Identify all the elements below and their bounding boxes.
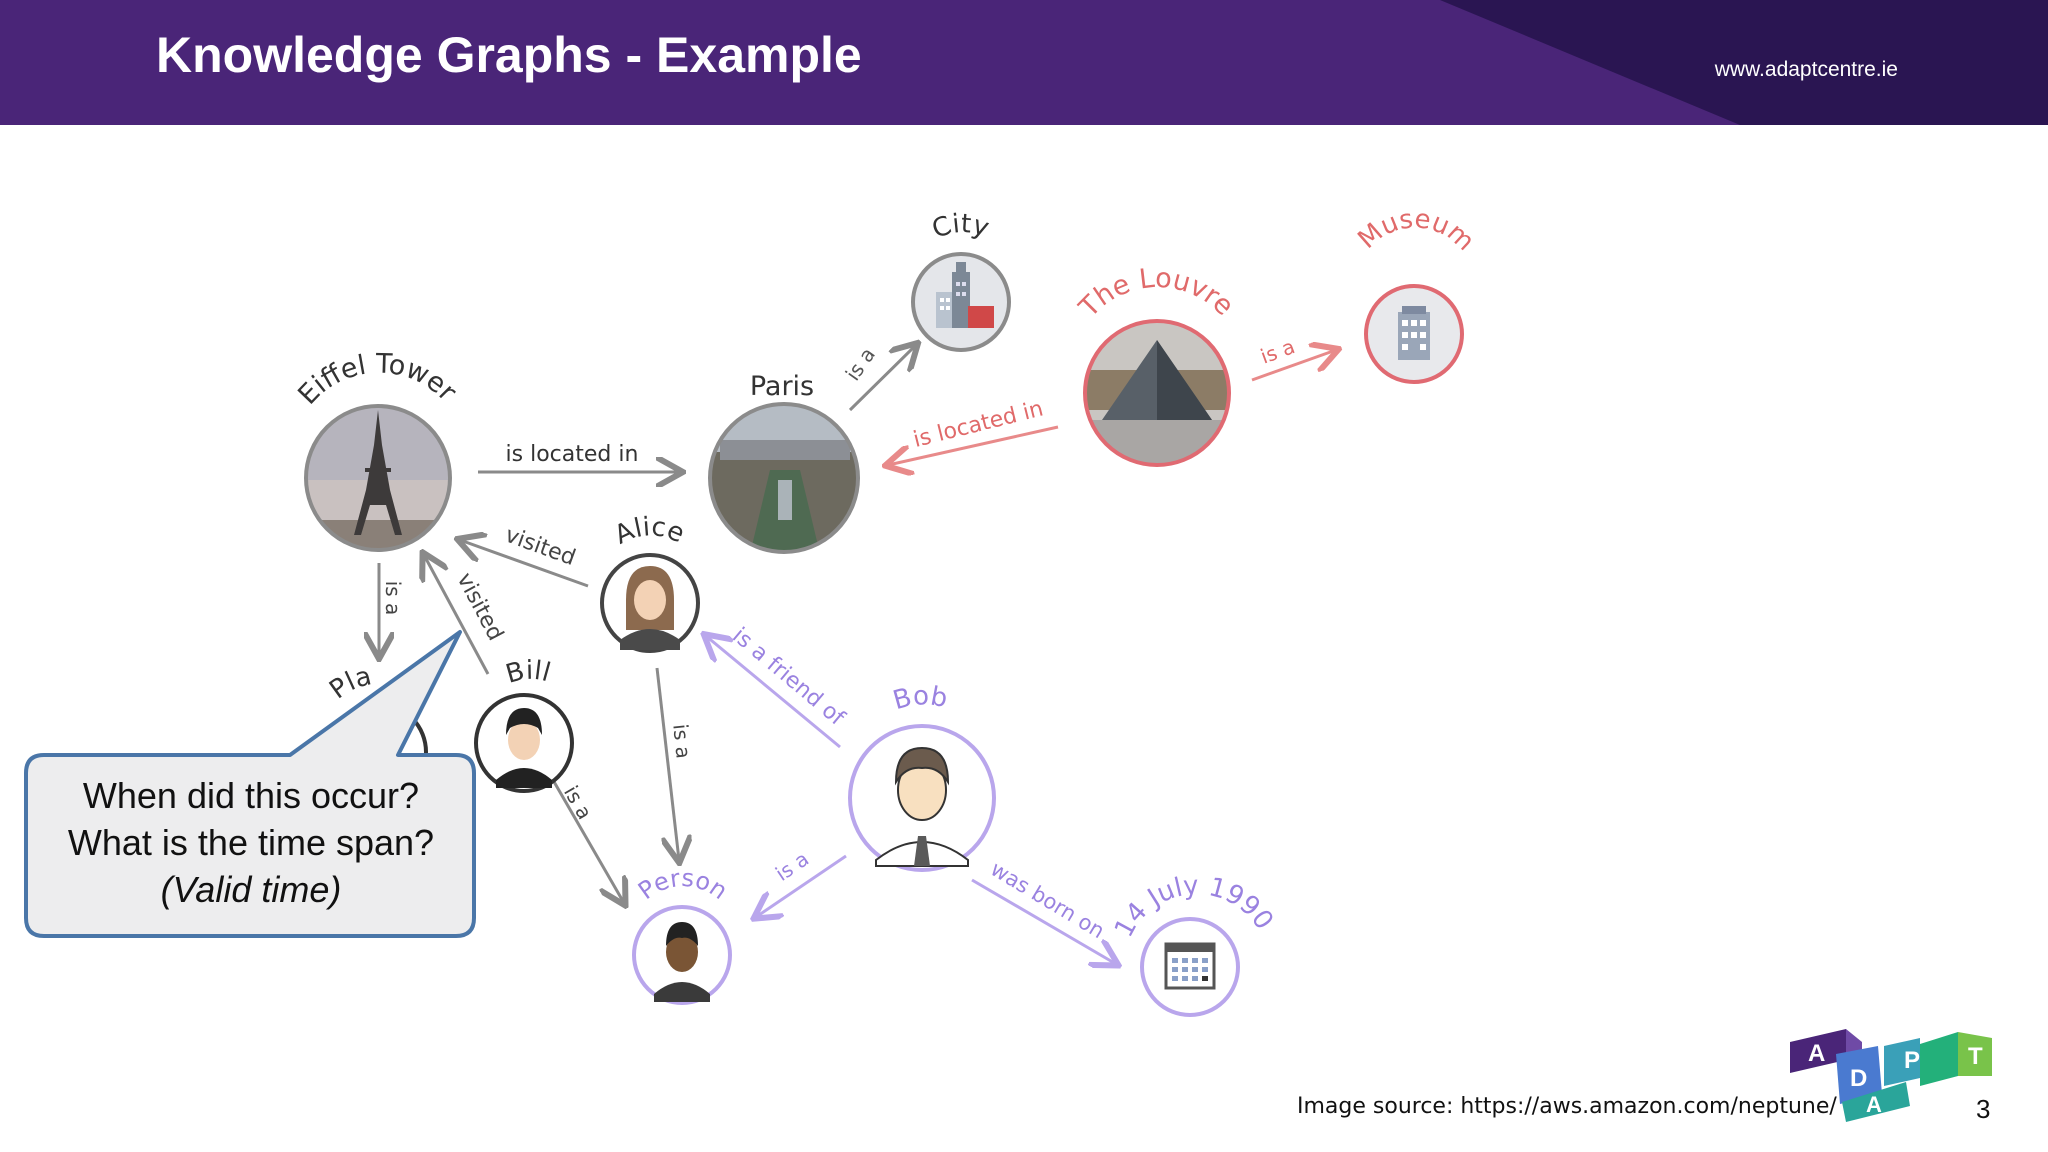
edge-label: is a	[1257, 334, 1298, 368]
node-louvre: The Louvre	[1073, 263, 1240, 467]
edge-alice-person: is a	[655, 667, 696, 860]
callout-line-2: What is the time span?	[67, 822, 435, 863]
person-avatar-icon	[654, 922, 710, 1002]
museum-building-icon	[1398, 306, 1430, 360]
node-museum: Museum	[1352, 204, 1480, 384]
man-avatar-icon	[496, 708, 552, 788]
calendar-icon	[1164, 942, 1216, 990]
logo-letter: A	[1808, 1040, 1825, 1067]
eiffel-tower-photo	[306, 406, 450, 550]
woman-avatar-icon	[620, 566, 680, 650]
node-bob: Bob	[848, 681, 996, 872]
node-label: Museum	[1352, 204, 1479, 257]
edge-bob-alice: is a friend of	[706, 623, 850, 749]
edge-label: visited	[502, 523, 579, 571]
node-eiffel-tower: Eiffel Tower	[292, 349, 463, 552]
node-label: Bob	[890, 681, 950, 716]
adapt-logo: A D A P T	[1790, 1029, 1992, 1122]
node-alice: Alice	[600, 512, 700, 653]
edge-bill-person: is a	[551, 779, 624, 903]
node-label: Person	[633, 864, 733, 905]
node-person: Person	[632, 864, 733, 1005]
edge-label: is a	[381, 581, 405, 616]
edge-label: is a	[841, 343, 881, 385]
knowledge-graph-diagram: is located in is a is located in is a vi…	[24, 204, 1480, 1017]
city-buildings-icon	[936, 262, 994, 328]
slide-title: Knowledge Graphs - Example	[156, 27, 862, 83]
logo-letter: T	[1968, 1043, 1983, 1070]
edge-label: is located in	[506, 442, 639, 467]
callout-bubble	[24, 630, 476, 938]
edge-bob-date: was born on	[971, 857, 1116, 964]
node-label: Paris	[750, 371, 814, 402]
callout-text: When did this occur? What is the time sp…	[28, 772, 474, 913]
node-label: Eiffel Tower	[292, 349, 463, 411]
image-source-note: Image source: https://aws.amazon.com/nep…	[1297, 1094, 1837, 1119]
callout-line-1: When did this occur?	[82, 775, 420, 816]
node-paris: Paris	[708, 371, 860, 554]
edge-louvre-paris: is located in	[888, 396, 1059, 465]
louvre-pyramid-photo	[1085, 321, 1229, 465]
edge-bob-person: is a	[756, 847, 847, 917]
edge-paris-city: is a	[841, 343, 916, 412]
node-label: City	[928, 209, 992, 245]
node-bill: Bill	[474, 656, 574, 793]
logo-letter: A	[1866, 1092, 1882, 1117]
edge-alice-eiffel: visited	[460, 523, 589, 588]
callout-line-3: (Valid time)	[160, 869, 342, 910]
node-city: City	[911, 209, 1011, 352]
edge-eiffel-place: is a	[379, 563, 405, 656]
edge-label: is a	[559, 782, 597, 824]
header-decoration	[0, 0, 2048, 125]
node-date: 14 July 1990	[1109, 871, 1279, 1017]
logo-letter: P	[1904, 1047, 1920, 1074]
header-bar: Knowledge Graphs - Example www.adaptcent…	[0, 0, 2048, 125]
edge-label: is a	[668, 723, 695, 760]
edge-eiffel-paris: is located in	[478, 442, 680, 472]
node-label: Alice	[610, 512, 689, 551]
edge-label: is a friend of	[727, 623, 849, 731]
logo-letter: D	[1850, 1065, 1867, 1092]
man-tie-avatar-icon	[875, 746, 969, 867]
node-label: The Louvre	[1073, 263, 1240, 324]
node-label: Bill	[503, 656, 554, 690]
edge-louvre-museum: is a	[1251, 334, 1336, 382]
site-url: www.adaptcentre.ie	[1714, 58, 1898, 81]
page-number: 3	[1976, 1094, 1991, 1124]
edge-label: is a	[771, 847, 813, 886]
